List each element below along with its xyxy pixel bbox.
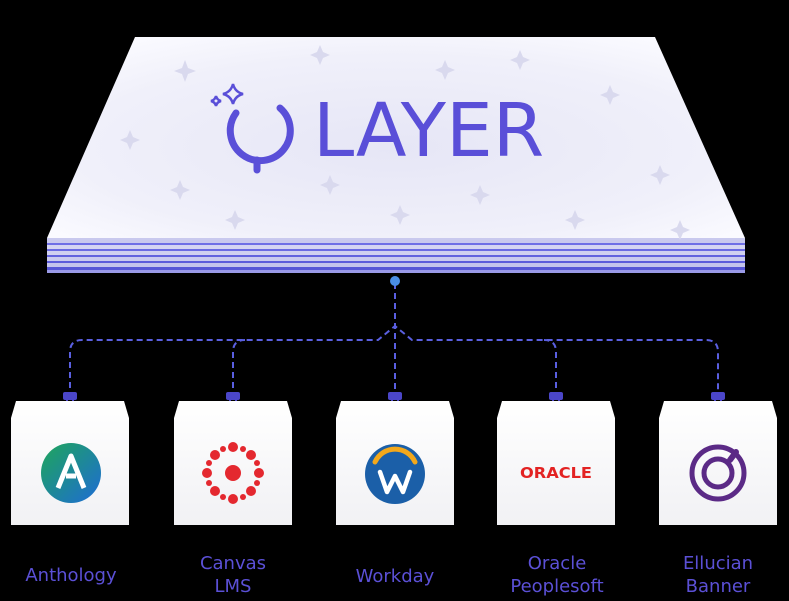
label-line: Peoplesoft: [510, 576, 604, 597]
label-line: LMS: [214, 576, 252, 597]
integration-boxes: [11, 401, 777, 525]
logo-wordmark: LAYER: [313, 88, 544, 174]
canvas-logo-icon: [202, 442, 264, 504]
label-line: Oracle: [527, 553, 587, 574]
platform-layers: [47, 238, 745, 273]
workday-logo-icon: [365, 444, 425, 504]
ellucian-logo-icon: [689, 444, 747, 502]
integration-label-workday: Workday: [320, 565, 470, 588]
integration-label-oracle: Oracle Peoplesoft: [482, 552, 632, 598]
box-oracle: [497, 401, 615, 525]
label-line: Anthology: [25, 565, 117, 586]
anthology-logo-icon: [41, 443, 101, 503]
platform-top: [47, 37, 745, 238]
sparkle-pattern: [120, 45, 690, 240]
layer-platform: LAYER: [47, 37, 745, 273]
layer-logo: LAYER: [210, 83, 544, 174]
label-line: Canvas: [199, 553, 267, 574]
connector-lines: [69, 283, 719, 398]
label-line: Workday: [355, 566, 435, 587]
q-logo-icon: [226, 104, 294, 174]
hub-node: [390, 276, 400, 286]
oracle-logo-icon: ORACLE: [520, 464, 592, 482]
label-line: Banner: [685, 576, 751, 597]
integration-label-ellucian: Ellucian Banner: [643, 552, 789, 598]
sparkle-icon: [210, 83, 244, 107]
integration-label-canvas: Canvas LMS: [158, 552, 308, 598]
label-line: Ellucian: [682, 553, 754, 574]
box-canvas: [174, 401, 292, 525]
integration-label-anthology: Anthology: [0, 564, 146, 587]
box-ellucian: [659, 401, 777, 525]
